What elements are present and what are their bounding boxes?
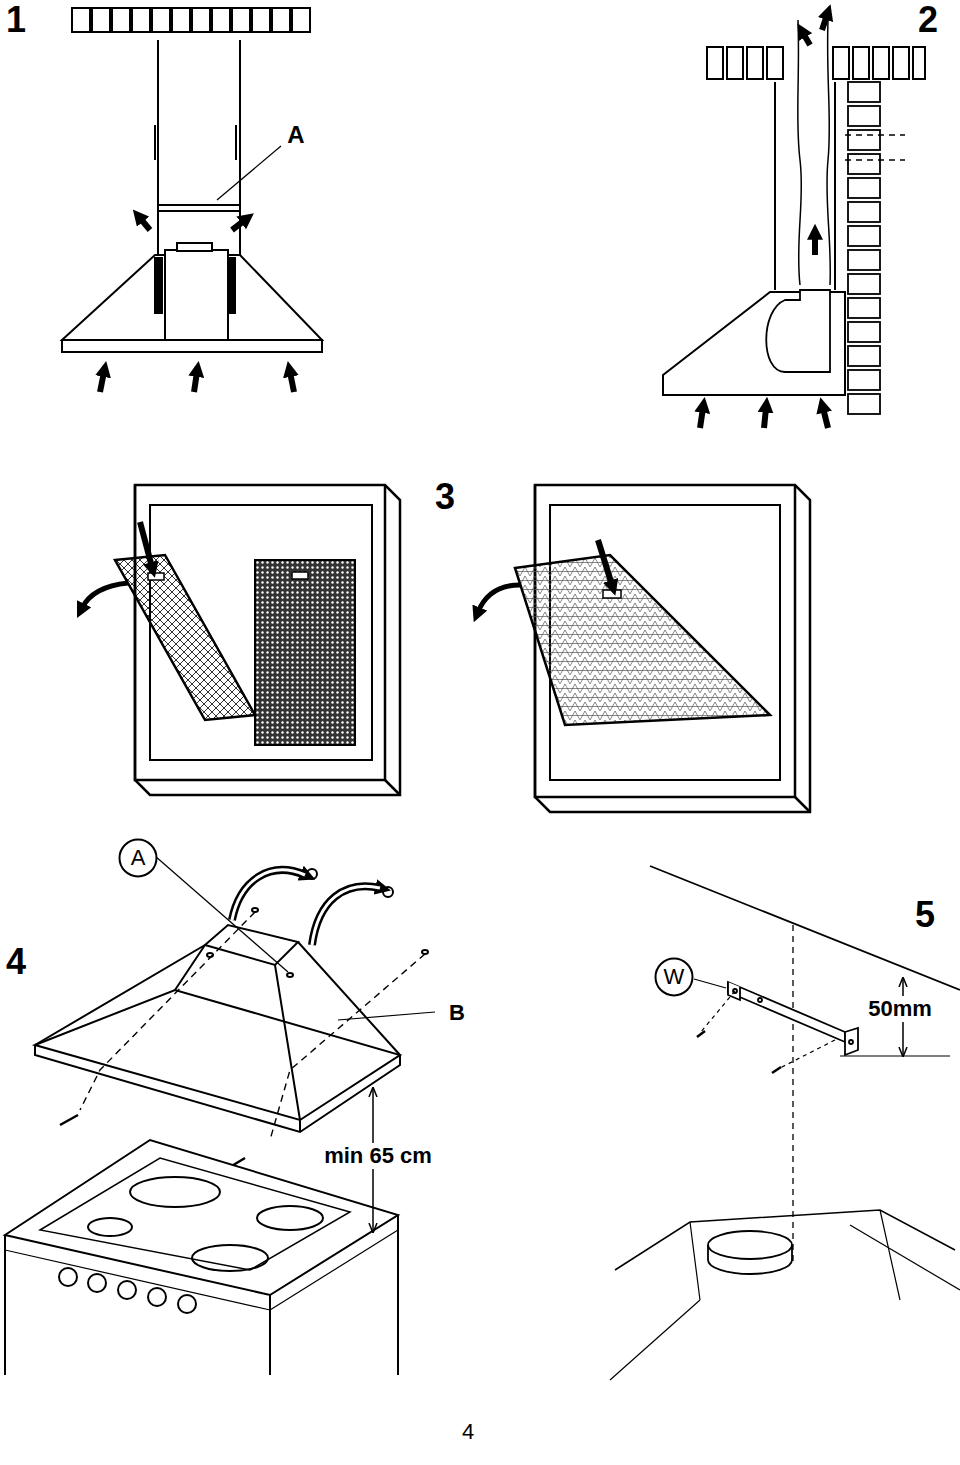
figure-number: 4	[6, 944, 26, 980]
figure-number: 2	[918, 2, 938, 38]
callout-circle: W	[654, 957, 694, 997]
dimension-label: 50mm	[865, 996, 935, 1022]
dimension-label: min 65 cm	[321, 1143, 435, 1169]
callout-letter: A	[131, 847, 146, 869]
callout-circle: A	[118, 838, 158, 878]
part-letter: A	[287, 123, 304, 147]
callout-letter: W	[664, 966, 685, 988]
part-letter: B	[449, 1002, 465, 1024]
page-number: 4	[462, 1421, 474, 1443]
figure-number: 5	[915, 897, 935, 933]
figure-number: 1	[6, 2, 26, 38]
figure-number: 3	[435, 479, 455, 515]
